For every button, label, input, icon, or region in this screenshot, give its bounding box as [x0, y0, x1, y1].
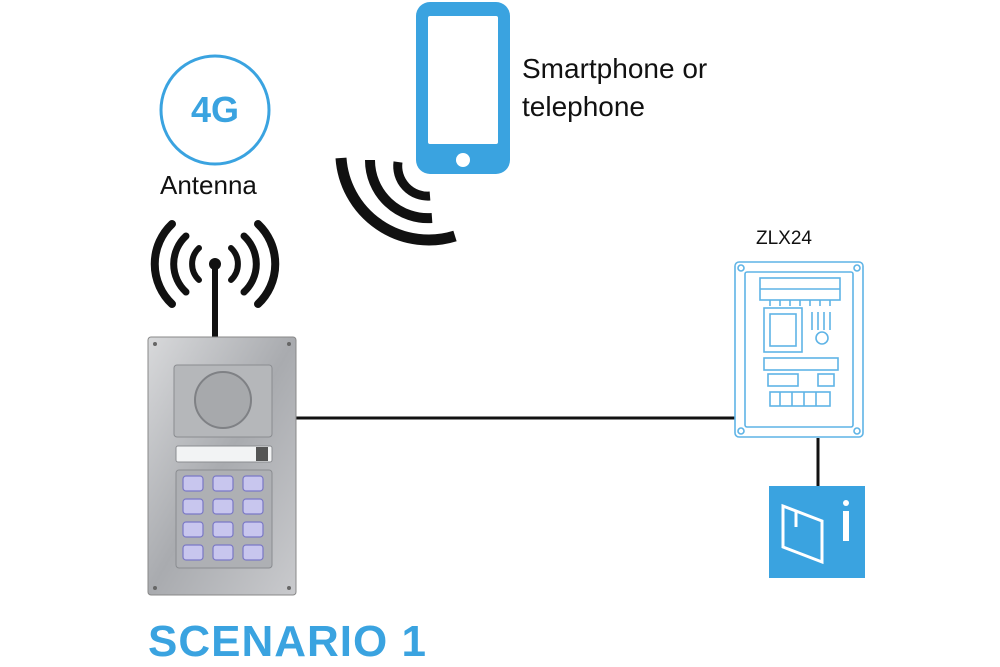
- scenario-title: SCENARIO 1: [148, 617, 427, 666]
- 4g-badge-icon: [159, 54, 271, 166]
- wireless-signal-icon: [335, 157, 457, 246]
- door-entry-panel-icon: [147, 336, 297, 596]
- antenna-label: Antenna: [160, 170, 257, 200]
- antenna-icon: [150, 220, 280, 341]
- smartphone-icon: [416, 2, 510, 174]
- zlx24-label: ZLX24: [756, 228, 812, 249]
- zlx24-module-icon: [734, 261, 864, 438]
- door-lock-icon: [769, 486, 865, 578]
- smartphone-label: Smartphone or telephone: [522, 53, 708, 122]
- 4g-badge-text: 4G: [190, 89, 240, 130]
